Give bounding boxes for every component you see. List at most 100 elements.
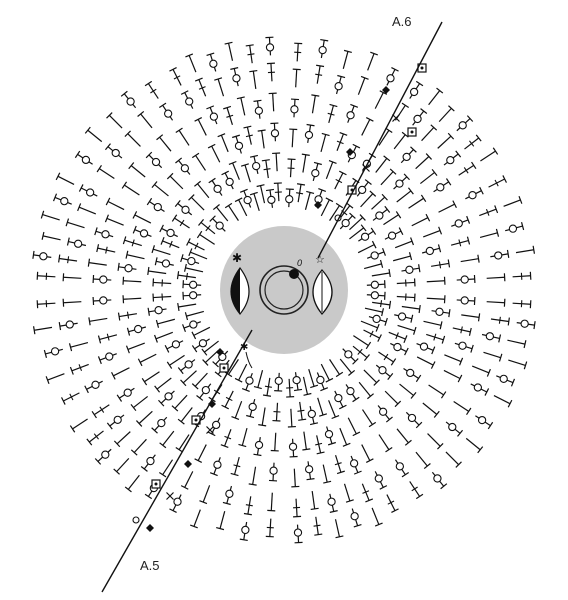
stitch-ring-icon (270, 129, 280, 138)
stitch-cap-icon (189, 524, 198, 529)
stitch-post-icon (443, 369, 461, 380)
divider-line-a5 (101, 329, 253, 593)
stitch-ring-icon (184, 360, 193, 369)
stitch-post-icon (460, 258, 479, 263)
stitch-cap-icon (94, 227, 98, 236)
stitch-post-icon (162, 430, 175, 446)
stitch-cap-icon (418, 264, 421, 273)
stitch-cap-icon (239, 188, 248, 193)
stitch-cap-icon (104, 214, 109, 223)
stitch-post-icon (88, 262, 107, 266)
stitch-cap-icon (466, 236, 471, 245)
stitch-cap-icon (381, 193, 388, 201)
stitch-cap-icon (208, 177, 216, 184)
stitch-post-icon (180, 407, 193, 423)
stitch-cap-icon (363, 354, 370, 362)
stitch-ring-icon (293, 528, 303, 537)
stitch-cap-icon (319, 413, 328, 417)
stitch-post-icon (349, 227, 364, 240)
stitch-cap-icon (423, 463, 431, 470)
stitch-ring-icon (341, 218, 350, 228)
stitch-post-icon (220, 134, 229, 153)
stitch-cap-icon (32, 326, 36, 335)
stitch-post-icon (252, 466, 257, 485)
stitch-cap-icon (32, 250, 35, 259)
stitch-cap-icon (310, 384, 319, 389)
stitch-ring-icon (508, 224, 518, 233)
stitch-cap-icon (128, 162, 135, 170)
stitch-ring-icon (245, 376, 254, 385)
stitch-cap-icon (180, 379, 187, 387)
stitch-cap-icon (329, 103, 338, 108)
stitch-post-icon (471, 365, 490, 374)
stitch-bar-icon (433, 333, 437, 341)
stitch-ring-icon (316, 375, 325, 385)
stitch-cap-icon (431, 168, 438, 176)
stitch-post-icon (124, 184, 140, 196)
stitch-cap-icon (113, 468, 120, 475)
stitch-cap-icon (69, 425, 76, 433)
stitch-cap-icon (207, 431, 216, 437)
stitch-ring-icon (499, 374, 508, 384)
stitch-ring-icon (436, 183, 445, 192)
stitch-cap-icon (401, 131, 409, 138)
stitch-bar-icon (99, 406, 105, 413)
stitch-ring-icon (232, 74, 241, 83)
stitch-post-icon (169, 175, 184, 190)
stitch-cap-icon (518, 195, 523, 204)
stitch-post-icon (159, 136, 172, 152)
stitch-cap-icon (436, 87, 444, 94)
stitch-cap-icon (158, 472, 167, 478)
stitch-cap-icon (253, 99, 262, 102)
stitch-bar-icon (469, 140, 475, 147)
stitch-cap-icon (216, 526, 225, 531)
stitch-cap-icon (311, 94, 320, 97)
center-disc (220, 226, 348, 354)
stitch-cap-icon (370, 227, 377, 235)
stitch-post-icon (238, 363, 248, 381)
outline-star-icon: ☆ (315, 254, 325, 266)
stitch-bar-icon (498, 316, 501, 324)
stitch-ring-icon (187, 256, 196, 266)
stitch-cap-icon (106, 112, 113, 119)
stitch-cap-icon (141, 378, 148, 386)
stitch-post-icon (360, 193, 374, 208)
stitch-post-icon (437, 135, 452, 149)
stitch-ring-icon (405, 265, 414, 274)
stitch-bar-icon (458, 239, 462, 247)
stitch-post-icon (116, 457, 130, 473)
stitch-bar-icon (67, 256, 70, 264)
stitch-ring-icon (173, 497, 182, 506)
stitch-cap-icon (212, 204, 220, 211)
stitch-cap-icon (339, 170, 347, 176)
stitch-cap-icon (130, 404, 137, 412)
stitch-bar-icon (296, 192, 304, 195)
stitch-ring-icon (154, 306, 163, 315)
stitch-cap-icon (430, 361, 436, 369)
stitch-cap-icon (191, 152, 200, 159)
stitch-cap-icon (431, 346, 436, 355)
stitch-cap-icon (348, 369, 356, 376)
stitch-post-icon (371, 507, 380, 525)
stitch-cap-icon (185, 53, 194, 58)
stitch-cap-icon (385, 416, 393, 423)
stitch-post-icon (130, 165, 146, 178)
stitch-cap-icon (410, 146, 417, 153)
stitch-post-icon (421, 127, 435, 142)
stitch-cap-icon (389, 168, 397, 175)
stitch-ring-icon (180, 164, 190, 173)
stitch-cap-icon (404, 439, 412, 446)
stitch-cap-icon (415, 80, 424, 87)
stitch-cap-icon (196, 230, 203, 239)
stitch-cap-icon (253, 385, 262, 390)
stitch-post-icon (193, 509, 201, 527)
stitch-post-icon (274, 432, 277, 451)
stitch-cap-icon (479, 186, 484, 195)
stitch-post-icon (371, 272, 390, 277)
stitch-post-icon (272, 93, 275, 112)
stitch-post-icon (411, 217, 429, 227)
stitch-cap-icon (154, 385, 161, 393)
stitch-post-icon (480, 150, 496, 162)
stitch-ring-icon (209, 112, 219, 121)
stitch-ring-icon (468, 191, 477, 200)
